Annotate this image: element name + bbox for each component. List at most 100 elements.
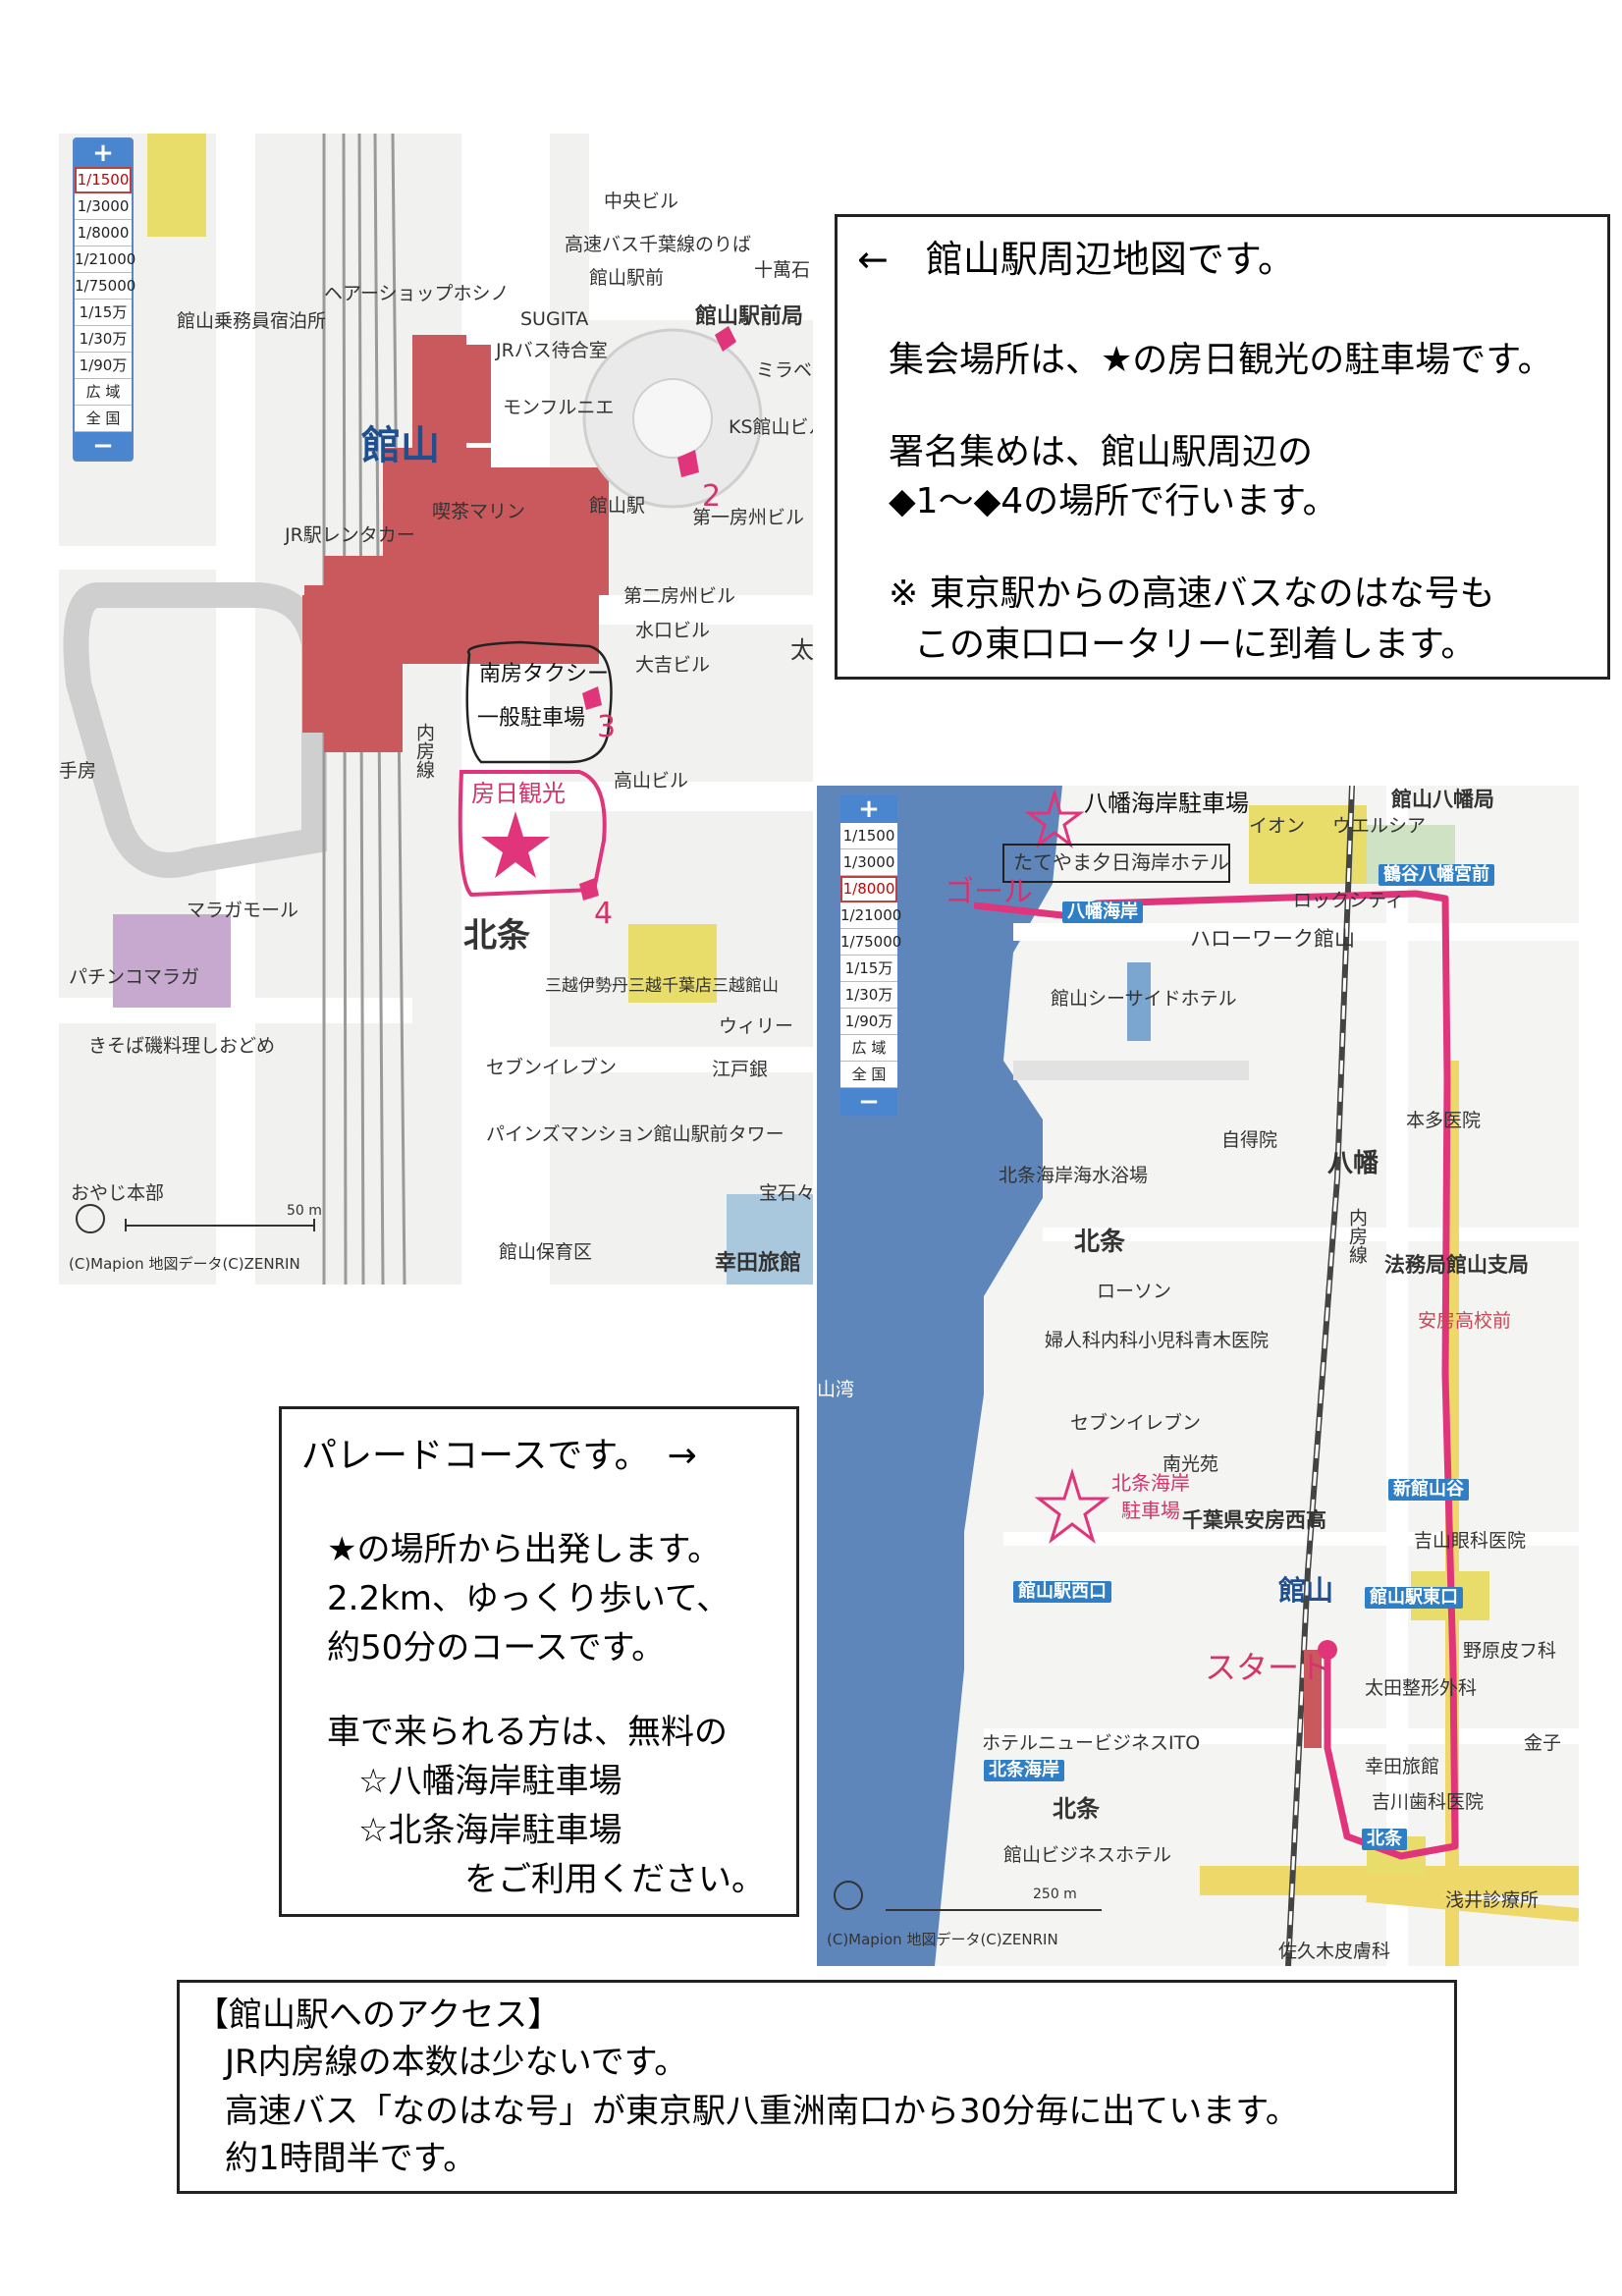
map-label: ローソン (1097, 1281, 1172, 1302)
map-label: イオン (1249, 815, 1306, 837)
map2-zoom-out-button[interactable]: − (840, 1088, 897, 1116)
map1-scale-item[interactable]: 1/3000 (75, 193, 132, 220)
map-label: パインズマンション館山駅前タワー (486, 1123, 784, 1145)
map2-scale-item[interactable]: 1/30万 (840, 982, 897, 1009)
map-label: たてやま夕日海岸ホテル (1013, 850, 1229, 874)
handwritten-note: 南房タクシー (479, 662, 610, 686)
map2-scale-item[interactable]: 1/21000 (840, 902, 901, 929)
map2-scale-item[interactable]: 1/90万 (840, 1009, 897, 1035)
map-label: ロックシティ (1293, 890, 1404, 911)
map-label: ハローワーク館山 (1190, 927, 1355, 951)
access-info: 【館山駅へのアクセス】 JR内房線の本数は少ないです。 高速バス「なのはな号」が… (177, 1980, 1457, 2194)
map1-scale-item[interactable]: 1/30万 (75, 326, 132, 353)
map2-zoom-control[interactable]: + 1/1500 1/3000 1/8000 1/21000 1/75000 1… (838, 793, 901, 1118)
box-text: ☆北条海岸駐車場 (358, 1811, 622, 1850)
map1-scale-item[interactable]: 1/1500 (75, 167, 132, 193)
map2-scale-item[interactable]: 1/15万 (840, 956, 897, 982)
map2-scale-item[interactable]: 1/3000 (840, 849, 897, 876)
box-text: 約50分のコースです。 (327, 1628, 666, 1667)
handwritten-note: 一般駐車場 (477, 706, 586, 731)
map-label: 金子 (1524, 1732, 1562, 1754)
bus-stop-badge: 北条海岸 (984, 1760, 1064, 1781)
map1-zoom-in-button[interactable]: + (75, 139, 132, 167)
scale-bar-label: 50 m (287, 1203, 322, 1219)
map-label: 手房 (59, 760, 97, 782)
map-label: JRバス待合室 (496, 340, 608, 361)
box-text: JR内房線の本数は少ないです。 (225, 2043, 688, 2082)
map-label: モンフルニエ (503, 397, 615, 418)
map-label: 館山駅 (589, 495, 646, 517)
map2-scale-item[interactable]: 広 域 (840, 1035, 897, 1062)
map-label: ウィリー (719, 1015, 794, 1037)
map-label: 佐久木皮膚科 (1278, 1941, 1391, 1962)
map2-scale-item[interactable]: 1/75000 (840, 929, 901, 956)
map2-scale-item[interactable]: 全 国 (840, 1062, 897, 1088)
map2-zoom-in-button[interactable]: + (840, 795, 897, 823)
map1-scale-item[interactable]: 1/21000 (75, 246, 135, 273)
map1-scale-item[interactable]: 全 国 (75, 406, 132, 432)
map-label: 南光苑 (1162, 1453, 1219, 1475)
box-text: ◆1～◆4の場所で行います。 (889, 481, 1338, 521)
map1-scale-item[interactable]: 1/8000 (75, 220, 132, 246)
box-text: 約1時間半です。 (225, 2139, 477, 2178)
map-label: 吉川歯科医院 (1372, 1791, 1485, 1813)
map1-scale-item[interactable]: 1/90万 (75, 353, 132, 379)
map-label: ホテルニュービジネスITO (982, 1732, 1201, 1754)
box-text: をご利用ください。 (464, 1860, 765, 1899)
map-label: マラガモール (187, 900, 299, 921)
bus-stop-badge: 北条 (1362, 1829, 1407, 1850)
map1-scale-item[interactable]: 広 域 (75, 379, 132, 406)
map1-zoom-out-button[interactable]: − (75, 432, 132, 460)
map1-scale-item[interactable]: 1/15万 (75, 300, 132, 326)
map-label: 内房線 (413, 723, 435, 779)
map-label: 本多医院 (1406, 1110, 1482, 1131)
map-label: ミラベル (756, 359, 813, 381)
area-name-label: 八幡 (1327, 1149, 1379, 1178)
map-label: 江戸銀 (712, 1059, 769, 1080)
area-name-label: 北条 (1074, 1228, 1126, 1257)
map-label: セブンイレブン (486, 1057, 618, 1078)
parade-course-map-graphics (817, 786, 1579, 1966)
map-label: 北条海岸海水浴場 (999, 1165, 1149, 1186)
handwritten-number: 3 (597, 710, 617, 744)
box-title: パレードコースです。 → (301, 1436, 697, 1476)
map-label: 太 (790, 636, 813, 664)
handwritten-note: 駐車場 (1121, 1499, 1180, 1522)
map-label: 第二房州ビル (623, 585, 736, 607)
box-text: ☆八幡海岸駐車場 (358, 1762, 622, 1801)
map-label: 山湾 (817, 1379, 855, 1400)
map-label: 宝石々 (759, 1182, 813, 1204)
box-title: 【館山駅へのアクセス】 (195, 1995, 562, 2035)
map-label: 館山シーサイドホテル (1051, 988, 1237, 1010)
map-label: 法務局館山支局 (1384, 1253, 1529, 1277)
box-text: 署名集めは、館山駅周辺の (889, 432, 1314, 472)
handwritten-note: 北条海岸 (1111, 1471, 1190, 1495)
box-text: ★の場所から出発します。 (327, 1530, 722, 1569)
map1-zoom-control[interactable]: + 1/1500 1/3000 1/8000 1/21000 1/75000 1… (73, 137, 135, 462)
area-name-label: 北条 (1053, 1795, 1100, 1823)
area-name-label: 北条 (463, 916, 530, 956)
handwritten-number: 4 (594, 897, 614, 931)
map2-scale-item[interactable]: 1/1500 (840, 823, 897, 849)
map-label: 喫茶マリン (432, 501, 526, 522)
map-label: 第一房州ビル (692, 507, 805, 528)
map-label: 幸田旅館 (1365, 1756, 1440, 1777)
map-label: ウエルシア (1332, 815, 1427, 837)
map2-scale-item[interactable]: 1/8000 (840, 876, 897, 902)
bus-stop-badge: 八幡海岸 (1062, 902, 1143, 923)
bus-stop-badge: 館山駅東口 (1365, 1587, 1463, 1609)
parade-course-description: パレードコースです。 → ★の場所から出発します。 2.2km、ゆっくり歩いて、… (279, 1406, 799, 1917)
station-map-description: ← 館山駅周辺地図です。 集会場所は、★の房日観光の駐車場です。 署名集めは、館… (835, 214, 1610, 680)
map1-scale-item[interactable]: 1/75000 (75, 273, 135, 300)
handwritten-start: スタート (1205, 1649, 1331, 1686)
map-label: 千葉県安房西高 (1182, 1508, 1326, 1532)
map-label: ヘアーショップホシノ (324, 283, 510, 304)
map-label: 館山駅前 (589, 267, 665, 289)
map-label: 高速バス千葉線のりば (565, 234, 752, 255)
box-text: 高速バス「なのはな号」が東京駅八重洲南口から30分毎に出ています。 (225, 2092, 1299, 2131)
map-label: SUGITA (520, 308, 589, 330)
map-label: 太田整形外科 (1365, 1677, 1478, 1699)
map-label: 水口ビル (635, 620, 711, 641)
box-text: この東口ロータリーに到着します。 (914, 625, 1477, 665)
map-label: 大吉ビル (635, 654, 711, 676)
